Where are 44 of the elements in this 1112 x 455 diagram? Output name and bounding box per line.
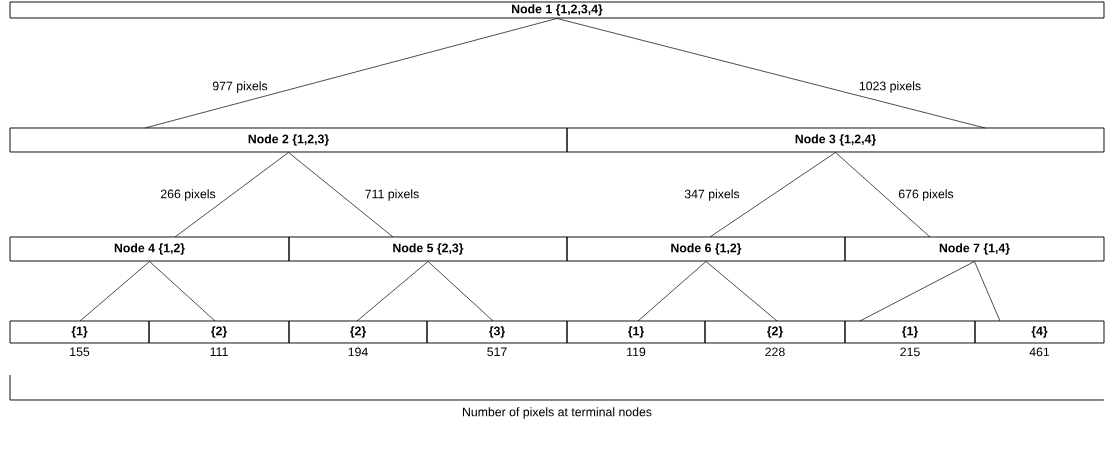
caption: Number of pixels at terminal nodes [463,407,652,419]
pixel-count: 194 [348,347,368,357]
edge-label: 1023 pixels [857,80,923,94]
pixel-count: 461 [1029,347,1050,357]
leaf-node-box: {4} [974,320,1105,344]
edge-label: 347 pixels [683,188,741,202]
leaf-node-box: {1} [566,320,706,344]
connector-line [149,261,216,322]
connector-line [974,261,1001,322]
tree-node-box: Node 3 {1,2,4} [566,127,1105,153]
connector-line [288,152,394,238]
leaf-node-box: {3} [426,320,568,344]
tree-node-box: Node 1 {1,2,3,4} [9,1,1105,19]
connector-line [144,18,558,129]
leaf-node-box: {1} [844,320,976,344]
tree-node-box: Node 7 {1,4} [844,236,1105,262]
pixel-count: 228 [765,347,785,357]
connector-line [637,261,707,322]
connector-line [705,261,778,322]
connector-line [709,152,836,238]
connector-line [174,152,289,238]
pixel-count: 111 [210,347,228,356]
connector-line [79,261,150,322]
connector-line [835,152,931,238]
pixel-count: 119 [627,347,646,357]
leaf-node-box: {2} [148,320,290,344]
connector-line [556,18,986,129]
edge-label: 266 pixels [159,188,217,202]
edge-label: 711 pixels [363,188,421,202]
pixel-count: 215 [900,347,920,357]
leaf-node-box: {1} [9,320,150,344]
pixel-count: 155 [70,347,90,357]
pixel-count: 517 [487,347,507,357]
leaf-node-box: {2} [288,320,428,344]
connector-line [356,261,429,322]
tree-node-box: Node 5 {2,3} [288,236,568,262]
connector-line [427,261,494,322]
tree-node-box: Node 2 {1,2,3} [9,127,568,153]
leaf-node-box: {2} [704,320,846,344]
connector-line [859,261,975,322]
edge-label: 977 pixels [211,80,269,94]
tree-node-box: Node 4 {1,2} [9,236,290,262]
tree-node-box: Node 6 {1,2} [566,236,846,262]
edge-label: 676 pixels [897,188,955,202]
